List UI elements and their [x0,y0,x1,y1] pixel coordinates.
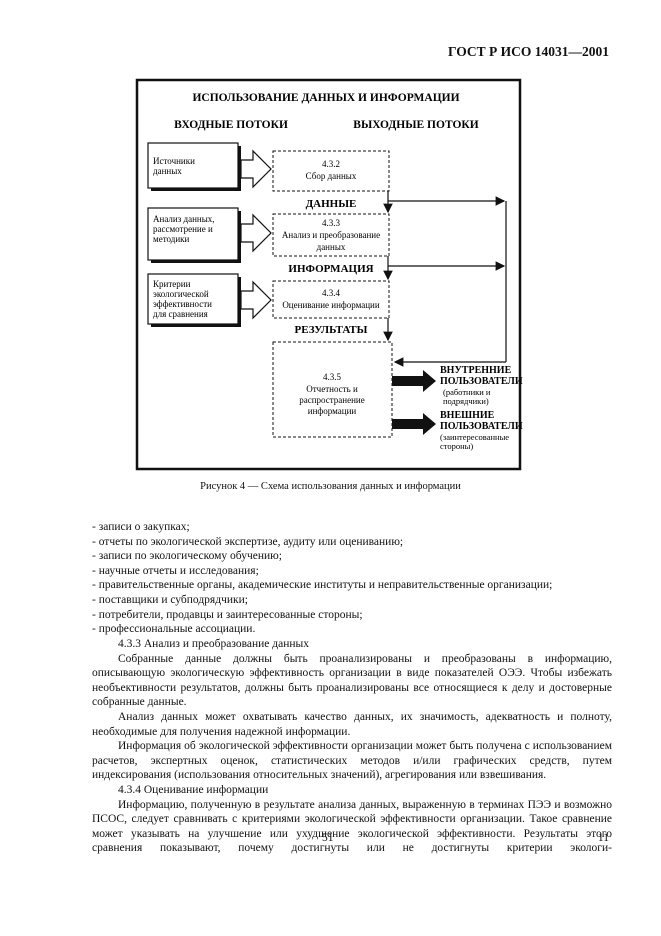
process-box-432: 4.3.2 Сбор данных [272,150,390,192]
process-box-434: 4.3.4 Оценивание информации [272,280,390,319]
figure-caption: Рисунок 4 — Схема использования данных и… [200,481,461,492]
input-box-1-line-2: данных [153,166,182,176]
input-flows-label: ВХОДНЫЕ ПОТОКИ [174,119,288,131]
stage-label-results: РЕЗУЛЬТАТЫ [295,324,368,336]
process-433-number: 4.3.3 [322,218,341,228]
list-item: - записи по экологическому обучению; [92,550,282,563]
process-435-label-3: информации [308,406,357,416]
page-number-right: 11 [597,832,609,844]
standard-header: ГОСТ Р ИСО 14031—2001 [447,44,609,59]
list-item: - научные отчеты и исследования; [92,564,259,577]
paragraph-2: Анализ данных может охватывать качество … [92,710,612,738]
paragraph-4: Информацию, полученную в результате анал… [92,798,612,855]
input-box-3: Критерии экологической эффективности для… [147,273,241,327]
process-435-number: 4.3.5 [323,372,342,382]
internal-users-line-2: ПОЛЬЗОВАТЕЛИ [440,376,523,387]
stage-label-data: ДАННЫЕ [306,198,357,210]
internal-users-line-1: ВНУТРЕННИЕ [440,365,512,376]
input-box-2-line-1: Анализ данных, [153,214,215,224]
list-item: - отчеты по экологической экспертизе, ау… [92,535,404,548]
bullet-list: - записи о закупках; - отчеты по экологи… [92,520,612,637]
external-users-sub-1: (заинтересованные [440,432,509,442]
list-item: - профессиональные ассоциации. [92,623,256,636]
list-item: - правительственные органы, академически… [92,579,553,592]
process-box-435: 4.3.5 Отчетность и распространение инфор… [272,341,393,438]
hollow-arrow-3 [240,280,272,320]
external-users-sub-2: стороны) [440,441,473,451]
diagram-frame [135,78,522,471]
section-434-heading: 4.3.4 Оценивание информации [118,783,269,796]
output-flows-label: ВЫХОДНЫЕ ПОТОКИ [353,119,478,131]
external-users-line-1: ВНЕШНИЕ [440,410,495,421]
input-box-3-line-2: экологической [153,289,209,299]
internal-users-sub-2: подрядчики) [443,396,489,406]
list-item: - записи о закупках; [92,521,190,533]
list-item: - поставщики и субподрядчики; [92,593,248,606]
list-item: - потребители, продавцы и заинтересованн… [92,608,363,621]
hollow-arrow-1 [240,149,272,189]
data-usage-diagram: ИСПОЛЬЗОВАНИЕ ДАННЫХ И ИНФОРМАЦИИ ВХОДНЫ… [135,78,523,471]
paragraph-1: Собранные данные должны быть проанализир… [92,652,612,709]
input-box-3-line-3: эффективности [153,299,212,309]
output-arrow-internal [392,370,436,392]
input-box-1-line-1: Источники [153,156,195,166]
input-box-3-line-1: Критерии [153,279,191,289]
stage-label-information: ИНФОРМАЦИЯ [288,263,373,275]
input-box-2-line-3: методики [153,234,190,244]
page-number-center: 51 [322,832,334,844]
process-box-433: 4.3.3 Анализ и преобразование данных [272,213,390,257]
process-435-label-1: Отчетность и [306,384,358,394]
process-434-label: Оценивание информации [282,300,380,310]
process-435-label-2: распространение [299,395,365,405]
process-432-number: 4.3.2 [322,159,340,169]
input-box-2-line-2: рассмотрение и [153,224,213,234]
process-433-label-2: данных [317,242,346,252]
section-433-heading: 4.3.3 Анализ и преобразование данных [118,638,309,650]
process-432-label: Сбор данных [306,171,357,181]
process-434-number: 4.3.4 [322,288,341,298]
paragraph-3: Информация об экологической эффективност… [92,740,612,782]
body-text: 4.3.3 Анализ и преобразование данных Соб… [92,637,612,856]
hollow-arrow-2 [240,213,272,253]
internal-users-sub-1: (работники и [443,387,491,397]
input-box-2: Анализ данных, рассмотрение и методики [147,207,241,263]
input-box-1: Источники данных [147,142,241,191]
diagram-title: ИСПОЛЬЗОВАНИЕ ДАННЫХ И ИНФОРМАЦИИ [192,92,459,104]
input-box-3-line-4: для сравнения [153,309,208,319]
output-arrow-external [392,413,436,435]
process-433-label-1: Анализ и преобразование [282,230,380,240]
external-users-line-2: ПОЛЬЗОВАТЕЛИ [440,421,523,432]
